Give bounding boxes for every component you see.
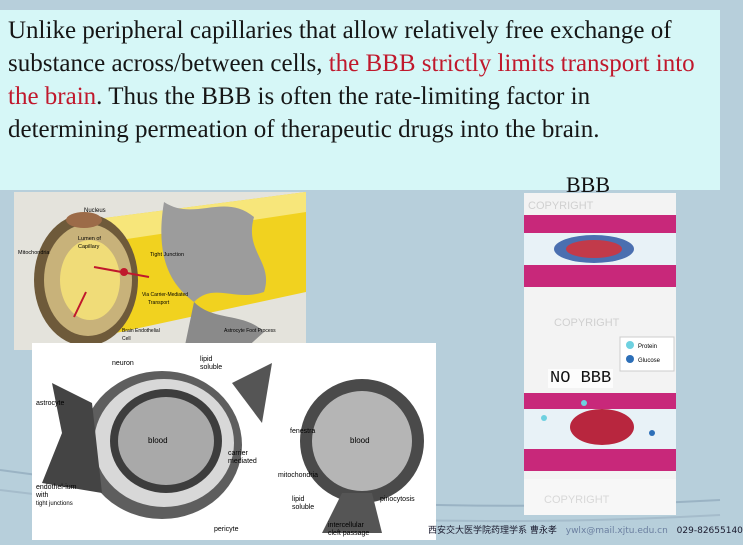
vessel-comparison-diagram: Protein Glucose COPYRIGHT COPYRIGHT COPY… [524,193,676,515]
footer-institution: 西安交大医学院药理学系 曹永孝 [428,526,557,536]
intro-text-part1: Unlike peripheral capillaries that allow… [8,17,672,77]
intro-text-box: Unlike peripheral capillaries that allow… [0,10,720,190]
intro-paragraph: Unlike peripheral capillaries that allow… [0,10,720,146]
svg-text:Brain Endothelial: Brain Endothelial [122,328,160,334]
svg-text:with: with [35,492,49,499]
svg-text:Mitochondria: Mitochondria [18,250,50,256]
intro-highlight: the BBB strictly limits transport into t… [8,50,695,110]
label-nucleus: Nucleus [84,208,106,214]
watermark-3: COPYRIGHT [544,494,610,506]
svg-text:Transport: Transport [148,300,170,306]
footer: 西安交大医学院药理学系 曹永孝 ywlx@mail.xjtu.edu.cn 02… [428,523,743,540]
bbb-label: BBB [566,172,611,197]
svg-text:endothel-ium: endothel-ium [36,484,77,491]
svg-text:mitochondria: mitochondria [278,472,318,479]
svg-text:tight junctions: tight junctions [36,501,73,507]
watermark-1: COPYRIGHT [528,200,594,212]
svg-text:pinocytosis: pinocytosis [380,496,415,503]
svg-text:Tight Junction: Tight Junction [150,252,184,258]
svg-text:blood: blood [350,436,370,445]
svg-text:Capillary: Capillary [78,244,100,250]
svg-text:lipid: lipid [200,356,213,363]
intro-text-part2: . Thus the BBB is often the rate-limitin… [8,83,600,143]
svg-text:Astrocyte Foot Process: Astrocyte Foot Process [224,328,276,334]
legend-glucose: Glucose [638,358,661,364]
svg-text:pericyte: pericyte [214,526,239,533]
svg-text:soluble: soluble [292,504,314,511]
svg-text:Via Carrier-Mediated: Via Carrier-Mediated [142,292,188,298]
no-bbb-label: NO BBB [548,369,614,388]
svg-text:astrocyte: astrocyte [36,400,65,407]
svg-text:lipid: lipid [292,496,305,503]
svg-text:intercellular: intercellular [328,522,364,529]
svg-text:blood: blood [148,436,168,445]
svg-text:Cell: Cell [122,336,131,342]
svg-text:soluble: soluble [200,364,222,371]
legend-protein: Protein [638,344,657,350]
footer-phone: 029-82655140 [676,526,743,536]
svg-text:carrier: carrier [228,450,249,457]
svg-text:Lumen of: Lumen of [78,236,101,242]
svg-text:cleft passage: cleft passage [328,530,369,537]
capillary-diagram: Nucleus Lumen of Capillary Tight Junctio… [14,192,306,350]
svg-text:mediated: mediated [228,458,257,465]
svg-text:fenestra: fenestra [290,428,315,435]
capillary-crosssection-diagram: neuron lipid soluble astrocyte blood car… [32,343,436,540]
footer-email[interactable]: ywlx@mail.xjtu.edu.cn [565,526,668,536]
watermark-2: COPYRIGHT [554,317,620,329]
svg-text:neuron: neuron [112,360,134,367]
